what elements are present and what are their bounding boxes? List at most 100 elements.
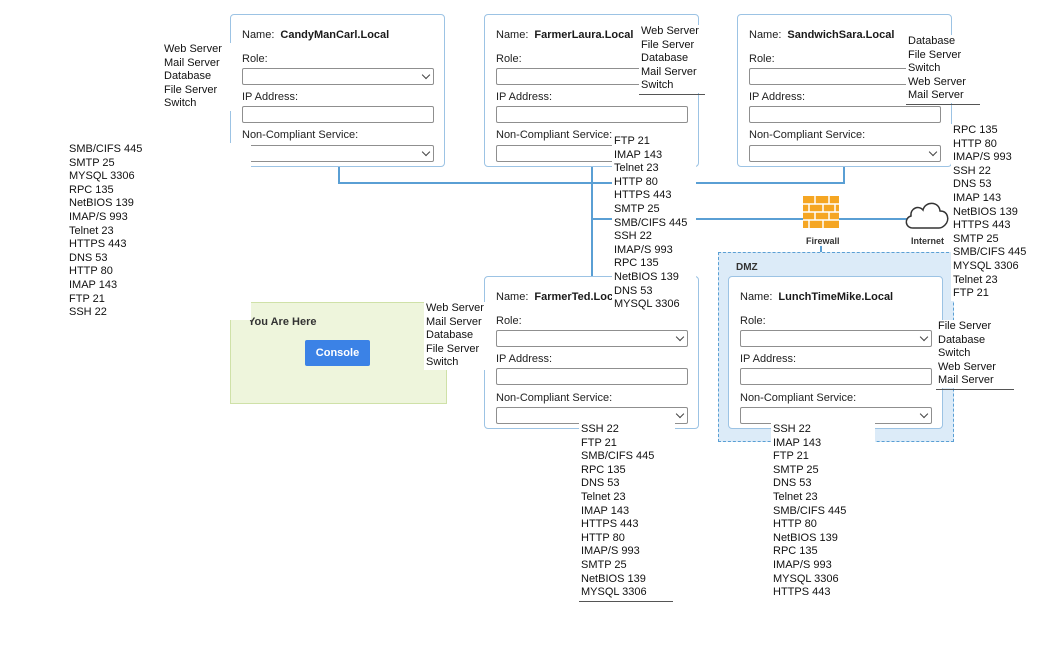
dropdown-option[interactable]: Switch	[908, 62, 941, 75]
dropdown-option[interactable]: DNS 53	[773, 477, 812, 490]
role-select[interactable]	[242, 68, 434, 85]
role-select[interactable]	[496, 330, 688, 347]
noncompliant-select[interactable]	[740, 407, 932, 424]
dropdown-option[interactable]: SMTP 25	[581, 558, 627, 571]
dropdown-option[interactable]: DNS 53	[69, 251, 108, 264]
dropdown-option[interactable]: HTTPS 443	[614, 189, 672, 202]
dropdown-option[interactable]: RPC 135	[614, 257, 659, 270]
dropdown-option[interactable]: IMAP 143	[581, 504, 630, 517]
dropdown-option[interactable]: Switch	[426, 356, 459, 369]
ip-address-input[interactable]	[242, 106, 434, 123]
dropdown-option[interactable]: NetBIOS 139	[581, 572, 646, 585]
dropdown-option[interactable]: Telnet 23	[953, 273, 998, 286]
dropdown-option[interactable]: IMAP/S 993	[773, 558, 832, 571]
dropdown-option[interactable]: IMAP/S 993	[581, 545, 640, 558]
dropdown-option[interactable]: HTTPS 443	[581, 518, 639, 531]
dropdown-option[interactable]: FTP 21	[614, 135, 650, 147]
ip-address-input[interactable]	[740, 368, 932, 385]
dropdown-option[interactable]: SMTP 25	[953, 232, 999, 245]
dropdown-option[interactable]: MYSQL 3306	[614, 298, 680, 311]
dropdown-option[interactable]: RPC 135	[69, 183, 114, 196]
dropdown-option[interactable]: Mail Server	[908, 89, 964, 102]
dropdown-option[interactable]: SMB/CIFS 445	[581, 450, 655, 463]
console-button[interactable]: Console	[305, 340, 370, 366]
dropdown-option[interactable]: SMTP 25	[614, 202, 660, 215]
dropdown-option[interactable]: FTP 21	[953, 287, 989, 300]
dropdown-option[interactable]: SMB/CIFS 445	[614, 216, 688, 229]
dropdown-option[interactable]: FTP 21	[773, 450, 809, 463]
dropdown-option[interactable]: HTTPS 443	[69, 238, 127, 251]
dropdown-option[interactable]: Web Server	[938, 360, 996, 373]
dropdown-option[interactable]: RPC 135	[581, 463, 626, 476]
dropdown-option[interactable]: Database	[908, 35, 956, 47]
dropdown-option[interactable]: Mail Server	[938, 374, 994, 387]
dropdown-option[interactable]: RPC 135	[953, 124, 998, 136]
cloud-icon[interactable]	[903, 198, 951, 230]
dropdown-option[interactable]: Telnet 23	[581, 490, 626, 503]
dropdown-option[interactable]: NetBIOS 139	[69, 197, 134, 210]
dropdown-option[interactable]: SMTP 25	[773, 463, 819, 476]
dropdown-option[interactable]: HTTP 80	[953, 137, 997, 150]
dropdown-option[interactable]: Web Server	[164, 43, 222, 55]
dropdown-option[interactable]: DNS 53	[953, 178, 992, 191]
dropdown-option[interactable]: Web Server	[641, 25, 699, 37]
dropdown-option[interactable]: File Server	[426, 342, 480, 355]
dropdown-option[interactable]: MYSQL 3306	[773, 572, 839, 585]
ip-address-input[interactable]	[496, 368, 688, 385]
dropdown-option[interactable]: HTTPS 443	[953, 219, 1011, 232]
dropdown-option[interactable]: IMAP/S 993	[953, 151, 1012, 164]
dropdown-option[interactable]: SSH 22	[581, 423, 619, 435]
dropdown-option[interactable]: Telnet 23	[773, 490, 818, 503]
dropdown-option[interactable]: IMAP 143	[69, 278, 118, 291]
dropdown-option[interactable]: NetBIOS 139	[953, 205, 1018, 218]
dropdown-option[interactable]: Mail Server	[164, 56, 220, 69]
noncompliant-select[interactable]	[242, 145, 434, 162]
dropdown-option[interactable]: Switch	[164, 97, 197, 110]
dropdown-option[interactable]: Web Server	[426, 302, 484, 314]
dropdown-option[interactable]: Database	[938, 333, 986, 346]
dropdown-option[interactable]: Switch	[641, 79, 674, 92]
dropdown-option[interactable]: SSH 22	[614, 230, 652, 243]
dropdown-option[interactable]: RPC 135	[773, 545, 818, 558]
dropdown-option[interactable]: IMAP/S 993	[69, 210, 128, 223]
ip-address-input[interactable]	[496, 106, 688, 123]
firewall-icon[interactable]	[803, 196, 839, 228]
dropdown-option[interactable]: HTTPS 443	[773, 586, 831, 599]
dropdown-option[interactable]: DNS 53	[581, 477, 620, 490]
dropdown-option[interactable]: Database	[426, 329, 474, 342]
dropdown-option[interactable]: Telnet 23	[614, 162, 659, 175]
dropdown-option[interactable]: MYSQL 3306	[953, 259, 1019, 272]
dropdown-option[interactable]: MYSQL 3306	[581, 586, 647, 599]
dropdown-option[interactable]: DNS 53	[614, 284, 653, 297]
dropdown-option[interactable]: Switch	[938, 347, 971, 360]
dropdown-option[interactable]: IMAP 143	[953, 191, 1002, 204]
dropdown-option[interactable]: HTTP 80	[773, 518, 817, 531]
dropdown-option[interactable]: SMB/CIFS 445	[773, 504, 847, 517]
dropdown-option[interactable]: Mail Server	[426, 315, 482, 328]
dropdown-option[interactable]: SMB/CIFS 445	[953, 246, 1027, 259]
dropdown-option[interactable]: HTTP 80	[69, 265, 113, 278]
dropdown-option[interactable]: File Server	[908, 48, 962, 61]
dropdown-option[interactable]: IMAP 143	[773, 436, 822, 449]
dropdown-option[interactable]: SMTP 25	[69, 156, 115, 169]
dropdown-option[interactable]: File Server	[938, 320, 992, 332]
dropdown-option[interactable]: Database	[641, 52, 689, 65]
dropdown-option[interactable]: NetBIOS 139	[614, 270, 679, 283]
role-select[interactable]	[740, 330, 932, 347]
dropdown-option[interactable]: Telnet 23	[69, 224, 114, 237]
dropdown-option[interactable]: NetBIOS 139	[773, 531, 838, 544]
dropdown-option[interactable]: Mail Server	[641, 65, 697, 78]
dropdown-option[interactable]: HTTP 80	[581, 531, 625, 544]
dropdown-option[interactable]: SSH 22	[953, 164, 991, 177]
noncompliant-select[interactable]	[749, 145, 941, 162]
dropdown-option[interactable]: MYSQL 3306	[69, 170, 135, 183]
dropdown-option[interactable]: IMAP/S 993	[614, 243, 673, 256]
dropdown-option[interactable]: Web Server	[908, 75, 966, 88]
dropdown-option[interactable]: FTP 21	[69, 292, 105, 305]
ip-address-input[interactable]	[749, 106, 941, 123]
dropdown-option[interactable]: FTP 21	[581, 436, 617, 449]
dropdown-option[interactable]: SMB/CIFS 445	[69, 143, 143, 155]
dropdown-option[interactable]: Database	[164, 70, 212, 83]
dropdown-option[interactable]: IMAP 143	[614, 148, 663, 161]
dropdown-option[interactable]: SSH 22	[773, 423, 811, 435]
